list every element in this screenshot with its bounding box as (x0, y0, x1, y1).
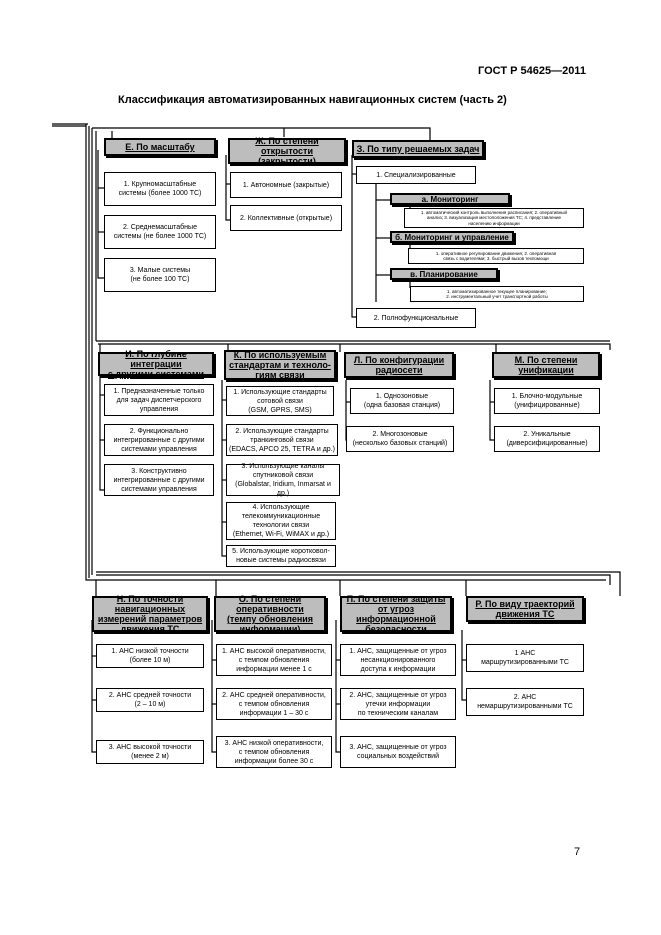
efficiency-item-3: 3. АНС низкой оперативности, с темпом об… (216, 736, 332, 768)
radio-item-2: 2. Многозоновые (несколько базовых станц… (346, 426, 454, 452)
trajectory-item-2: 2. АНС немаршрутизированными ТС (466, 688, 584, 716)
category-radio: Л. По конфигурации радиосети (344, 352, 454, 378)
openness-item-1: 1. Автономные (закрытые) (230, 172, 342, 198)
tasks-sub-b-text: 1. оперативное регулирование движения; 2… (408, 248, 584, 264)
category-security: П. По степени защиты от угроз информацио… (340, 594, 452, 634)
standards-item-5: 5. Использующие коротковол- новые систем… (226, 545, 336, 567)
integration-item-1: 1. Предназначенные только для задач дисп… (104, 384, 214, 416)
category-standards: К. По используемым стандартам и техноло-… (224, 350, 336, 380)
category-tasks: З. По типу решаемых задач (352, 140, 484, 158)
scale-item-2: 2. Среднемасштабные системы (не более 10… (104, 215, 216, 249)
accuracy-item-3: 3. АНС высокой точности (менее 2 м) (96, 740, 204, 764)
category-openness: Ж. По степени открытости (закрытости) (228, 136, 346, 166)
tasks-sub-b-title: б. Мониторинг и управление (390, 231, 514, 243)
tasks-sub-c-title: в. Планирование (390, 268, 498, 280)
standards-item-4: 4. Использующие телекоммуникационные тех… (226, 502, 336, 540)
security-item-1: 1. АНС, защищенные от угроз несанкционир… (340, 644, 456, 676)
tasks-sub-a-text: 1. автоматический контроль выполнения ра… (404, 208, 584, 228)
category-efficiency: О. По степени оперативности (темпу обнов… (214, 594, 326, 634)
unification-item-1: 1. Блочно-модульные (унифицированные) (494, 388, 600, 414)
integration-item-2: 2. Функционально интегрированные с други… (104, 424, 214, 456)
category-accuracy: Н. По точности навигационных измерений п… (92, 594, 208, 634)
category-integration: И. По глубине интеграции с другими систе… (98, 349, 214, 379)
accuracy-item-2: 2. АНС средней точности (2 – 10 м) (96, 688, 204, 712)
unification-item-2: 2. Уникальные (диверсифицированные) (494, 426, 600, 452)
tasks-specialized: 1. Специализированные (356, 166, 476, 184)
radio-item-1: 1. Однозоновые (одна базовая станция) (350, 388, 454, 414)
category-scale: Е. По масштабу (104, 138, 216, 156)
security-item-2: 2. АНС, защищенные от угроз утечки инфор… (340, 688, 456, 720)
tasks-sub-c-text: 1. автоматизированное текущее планирован… (410, 286, 584, 302)
openness-item-2: 2. Коллективные (открытые) (230, 205, 342, 231)
category-trajectory: Р. По виду траекторий движения ТС (466, 596, 584, 622)
scale-item-3: 3. Малые системы (не более 100 ТС) (104, 258, 216, 292)
page-title: Классификация автоматизированных навигац… (118, 94, 507, 106)
tasks-multifunctional: 2. Полнофункциональные (356, 308, 476, 328)
standards-item-1: 1. Использующие стандарты сотовой связи … (226, 386, 334, 416)
category-unification: М. По степени унификации (492, 352, 600, 378)
standards-item-2: 2. Использующие стандарты транкинговой с… (226, 424, 338, 456)
scale-item-1: 1. Крупномасштабные системы (более 1000 … (104, 172, 216, 206)
standards-item-3: 3. Использующие каналы спутниковой связи… (226, 463, 340, 497)
security-item-3: 3. АНС, защищенные от угроз социальных в… (340, 736, 456, 768)
integration-item-3: 3. Конструктивно интегрированные с други… (104, 464, 214, 496)
standard-number: ГОСТ Р 54625—2011 (478, 65, 586, 77)
accuracy-item-1: 1. АНС низкой точности (более 10 м) (96, 644, 204, 668)
tasks-sub-a-title: а. Мониторинг (390, 193, 510, 205)
trajectory-item-1: 1 АНС маршрутизированными ТС (466, 644, 584, 672)
efficiency-item-2: 2. АНС средней оперативности, с темпом о… (216, 688, 332, 720)
efficiency-item-1: 1. АНС высокой оперативности, с темпом о… (216, 644, 332, 676)
page-number: 7 (574, 846, 581, 858)
